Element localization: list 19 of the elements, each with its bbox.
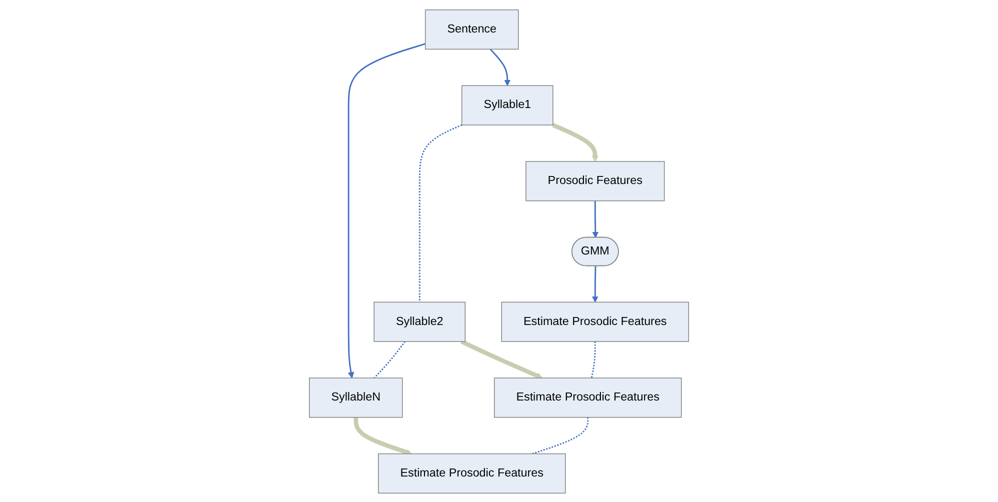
node-box: Syllable1 — [461, 84, 554, 125]
node-box: Estimate Prosodic Features — [494, 377, 682, 418]
node-box: Sentence — [424, 8, 519, 50]
arrow — [592, 200, 599, 238]
arrow — [552, 122, 598, 162]
arrow — [460, 339, 543, 378]
node-box: Prosodic Features — [526, 160, 665, 201]
node-box: Estimate Prosodic Features — [501, 301, 689, 342]
arrow — [490, 48, 511, 86]
arrow — [592, 266, 598, 302]
arrow — [354, 416, 412, 455]
node-box: Syllable2 — [374, 301, 466, 342]
node-box: Estimate Prosodic Features — [378, 452, 566, 494]
connector — [418, 124, 462, 302]
node-box: SyllableN — [309, 377, 403, 418]
connector — [374, 340, 406, 378]
arrow — [348, 42, 426, 378]
connector — [590, 341, 596, 378]
connector — [532, 416, 589, 454]
